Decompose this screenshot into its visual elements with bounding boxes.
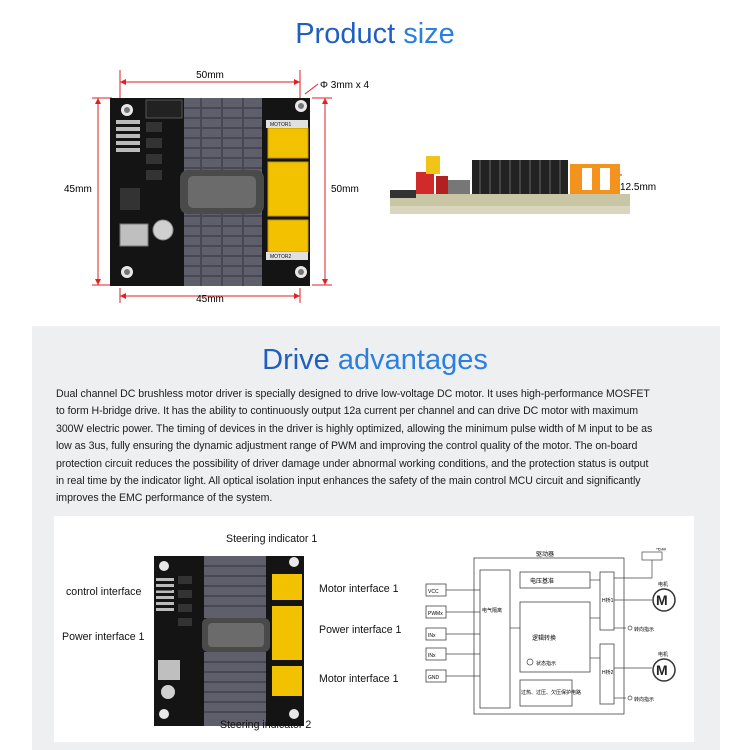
- board-label-motor1: MOTOR1: [270, 122, 292, 128]
- bd-input-in-b: INx: [428, 653, 436, 659]
- label-steering-indicator-2: Steering indicator 2: [220, 719, 312, 731]
- bd-motor-lbl-1: 电机: [658, 581, 668, 588]
- bd-protect: 过热、过压、欠压保护电路: [521, 689, 581, 696]
- motor-symbol-1: M: [656, 592, 668, 608]
- bd-power-src: 电源: [656, 548, 666, 552]
- board-label-motor2: MOTOR2: [270, 254, 292, 260]
- label-power-interface-left: Power interface 1: [62, 631, 145, 643]
- dimension-lines: [92, 70, 622, 303]
- paragraph-line: improves the EMC performance of the syst…: [56, 492, 273, 505]
- paragraph-line: 300W electric power. The timing of devic…: [56, 422, 653, 435]
- label-motor-interface-2: Motor interface 1: [319, 673, 399, 685]
- title-word-2: size: [403, 18, 455, 50]
- product-size-title: Product size: [0, 18, 750, 51]
- dim-bottom-width: 45mm: [196, 294, 224, 305]
- bd-h2: H桥2: [602, 669, 614, 676]
- bd-voltage-ref: 电压基准: [530, 577, 554, 585]
- adv-title-word-1: Drive: [262, 344, 338, 376]
- advantages-paragraph: Dual channel DC brushless motor driver i…: [56, 386, 704, 508]
- bd-input-gnd: GND: [428, 675, 440, 681]
- bd-h1: H桥1: [602, 597, 614, 604]
- bd-input-pwm: PWMx: [428, 611, 443, 617]
- paragraph-line: to form H-bridge drive. It has the abili…: [56, 405, 638, 418]
- paragraph-line: Dual channel DC brushless motor driver i…: [56, 388, 650, 400]
- adv-title-word-2: advantages: [337, 344, 488, 376]
- dim-top-width: 50mm: [196, 70, 224, 81]
- bd-status: 状态指示: [536, 660, 556, 667]
- bd-driver-title: 驱动器: [536, 551, 554, 558]
- bd-logic: 逻辑转换: [532, 634, 556, 642]
- dim-hole: Φ 3mm x 4: [320, 80, 370, 91]
- label-power-interface-right: Power interface 1: [319, 624, 402, 636]
- dim-left-height: 45mm: [64, 184, 92, 195]
- bd-dir1: 转向指示: [634, 626, 654, 633]
- label-motor-interface-1: Motor interface 1: [319, 583, 399, 595]
- label-control-interface: control interface: [66, 586, 142, 598]
- paragraph-line: low as 3us, fully ensuring the dynamic a…: [56, 440, 638, 453]
- product-size-figure: MOTOR1 MOTOR2 50mm Φ 3mm x 4 45mm 50mm 4…: [64, 70, 656, 305]
- board-side-view: [390, 156, 630, 214]
- bd-input-in-a: INx: [428, 633, 436, 639]
- motor-symbol-2: M: [656, 662, 668, 678]
- annotated-board: [154, 556, 304, 726]
- advantages-title: Drive advantages: [0, 344, 750, 377]
- dim-side-height: 12.5mm: [620, 182, 656, 193]
- bd-isolation: 电气隔离: [482, 607, 502, 614]
- block-diagram: M M 驱动器 电压基准 电气隔离 逻辑转换 状态指示 过热、过压、欠压保护电路…: [425, 548, 676, 715]
- board-top-view: MOTOR1 MOTOR2: [110, 98, 310, 286]
- bd-motor-lbl-2: 电机: [658, 651, 668, 658]
- bd-input-vcc: VCC: [428, 589, 439, 595]
- bd-dir2: 转向指示: [634, 696, 654, 703]
- paragraph-line: in real time by the indicator light. All…: [56, 475, 641, 488]
- title-word-1: Product: [295, 18, 404, 50]
- paragraph-line: protection circuit reduces the possibili…: [56, 457, 649, 470]
- label-steering-indicator-1: Steering indicator 1: [226, 533, 318, 545]
- dim-right-height: 50mm: [331, 184, 359, 195]
